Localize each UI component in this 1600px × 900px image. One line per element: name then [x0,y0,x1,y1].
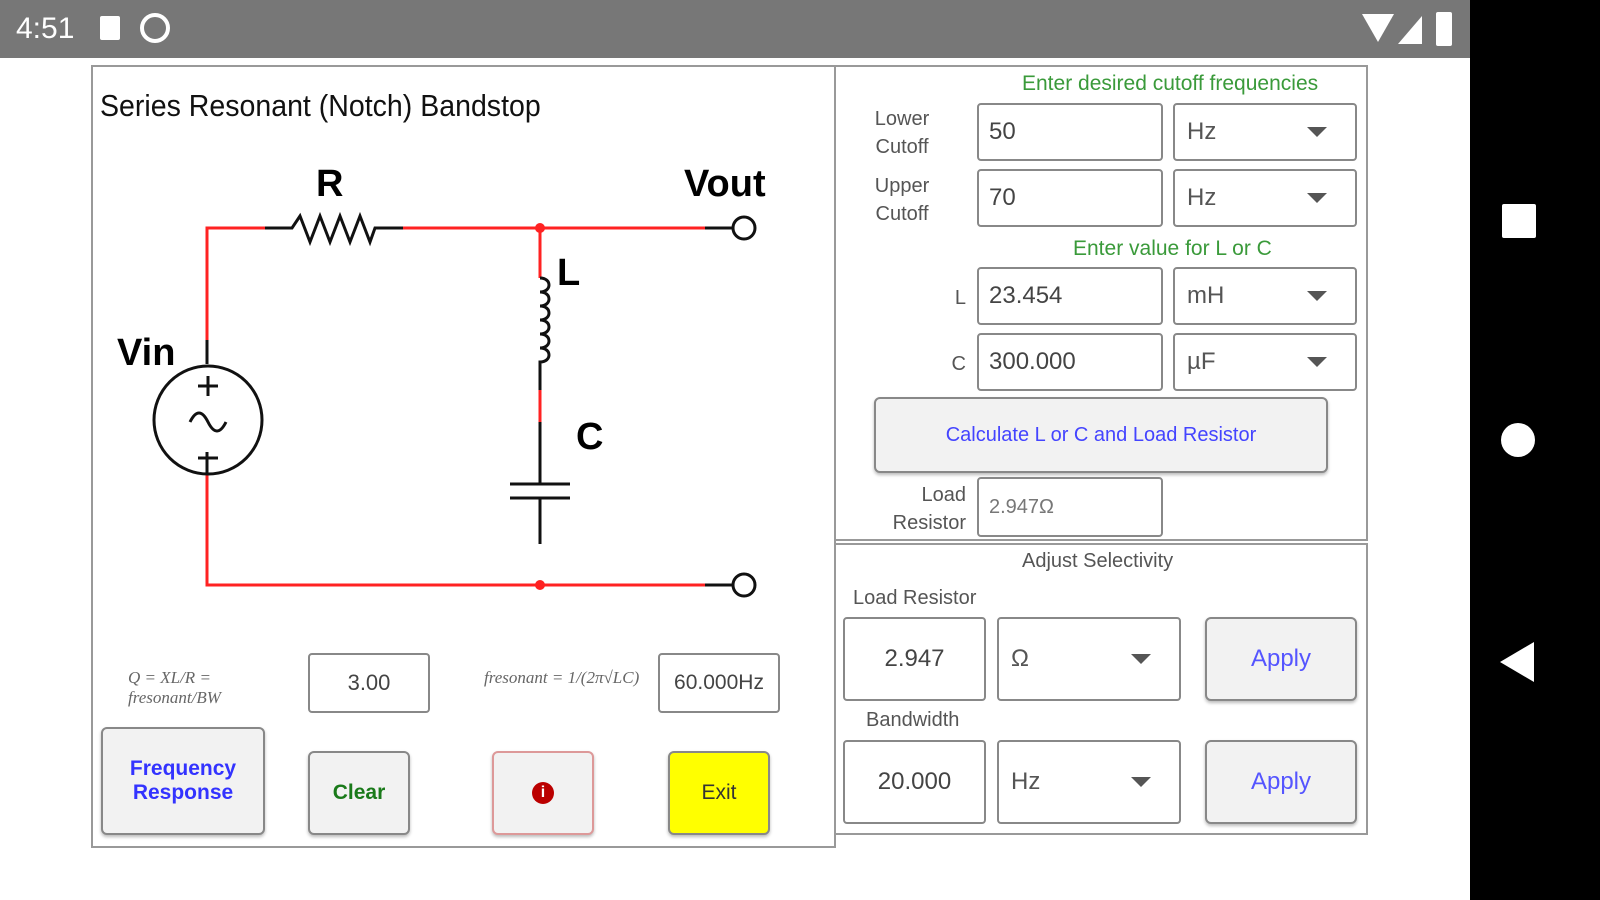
recents-button[interactable] [1502,204,1536,238]
frequency-response-button[interactable]: Frequency Response [101,727,265,835]
wire [205,226,705,340]
cutoff-heading: Enter desired cutoff frequencies [1022,72,1319,95]
c-input[interactable]: 300.000 [977,333,1163,391]
f-formula: fresonant = 1/(2π√LC) [484,668,640,687]
voltage-source-symbol [152,364,264,476]
selected-unit: Ω [1011,645,1029,672]
wifi-icon [1362,14,1394,42]
load-resistor-label: Load Resistor [892,484,966,534]
selected-unit: Hz [1011,768,1041,795]
resistor-symbol [265,211,403,247]
signal-icon [1398,16,1422,44]
upper-cutoff-unit-select[interactable]: Hz [1173,169,1357,227]
info-button[interactable]: i [492,751,594,835]
upper-cutoff-label: Upper Cutoff [874,175,930,225]
bandwidth-unit-select[interactable]: Hz [997,740,1181,824]
status-time: 4:51 [16,12,75,45]
notification-icon [100,16,120,40]
apply-bandwidth-button[interactable]: Apply [1205,740,1357,824]
capacitor-symbol [510,422,570,544]
circuit-diagram [152,211,757,598]
lower-cutoff-input[interactable]: 50 [977,103,1163,161]
dropdown-arrow-icon [1307,193,1327,203]
apply-load-button[interactable]: Apply [1205,617,1357,701]
c-label: C [576,416,604,458]
q-formula: Q = XL/R = fresonant/BW [128,668,221,707]
l-input[interactable]: 23.454 [977,267,1163,325]
sel-load-input[interactable]: 2.947 [843,617,986,701]
exit-button[interactable]: Exit [668,751,770,835]
lower-cutoff-label: Lower Cutoff [874,108,930,158]
battery-icon [1436,12,1452,46]
f-resonant-field: 60.000Hz [658,653,780,713]
upper-cutoff-input[interactable]: 70 [977,169,1163,227]
dropdown-arrow-icon [1307,291,1327,301]
selected-unit: Hz [1187,118,1217,145]
sel-load-label: Load Resistor [853,587,977,609]
sel-load-unit-select[interactable]: Ω [997,617,1181,701]
dropdown-arrow-icon [1307,127,1327,137]
vout-terminal [731,215,757,241]
vout-label: Vout [684,163,766,205]
bandwidth-label: Bandwidth [866,709,960,731]
selected-unit: Hz [1187,184,1217,211]
vin-label: Vin [117,332,176,374]
load-resistor-output: 2.947Ω [977,477,1163,537]
dropdown-arrow-icon [1307,357,1327,367]
l-input-label: L [954,287,966,309]
c-input-label: C [951,353,966,375]
ground-terminal [731,572,757,598]
r-label: R [316,163,344,205]
page-title: Series Resonant (Notch) Bandstop [100,88,541,123]
l-unit-select[interactable]: mH [1173,267,1357,325]
bandwidth-input[interactable]: 20.000 [843,740,986,824]
calculate-button[interactable]: Calculate L or C and Load Resistor [874,397,1328,473]
home-button[interactable] [1501,423,1535,457]
l-label: L [557,252,581,294]
q-value-field: 3.00 [308,653,430,713]
app-notification-icon [140,13,170,43]
selectivity-heading: Adjust Selectivity [1022,550,1174,572]
inductor-symbol [538,276,551,390]
navigation-bar [1470,0,1600,900]
info-icon: i [532,782,554,804]
selected-unit: µF [1187,348,1216,375]
wire-bottom [205,474,705,587]
lower-cutoff-unit-select[interactable]: Hz [1173,103,1357,161]
clear-button[interactable]: Clear [308,751,410,835]
lc-heading: Enter value for L or C [1073,237,1272,260]
dropdown-arrow-icon [1131,654,1151,664]
c-unit-select[interactable]: µF [1173,333,1357,391]
dropdown-arrow-icon [1131,777,1151,787]
selected-unit: mH [1187,282,1225,309]
status-bar: 4:51 [0,0,1470,58]
back-button[interactable] [1500,642,1534,682]
